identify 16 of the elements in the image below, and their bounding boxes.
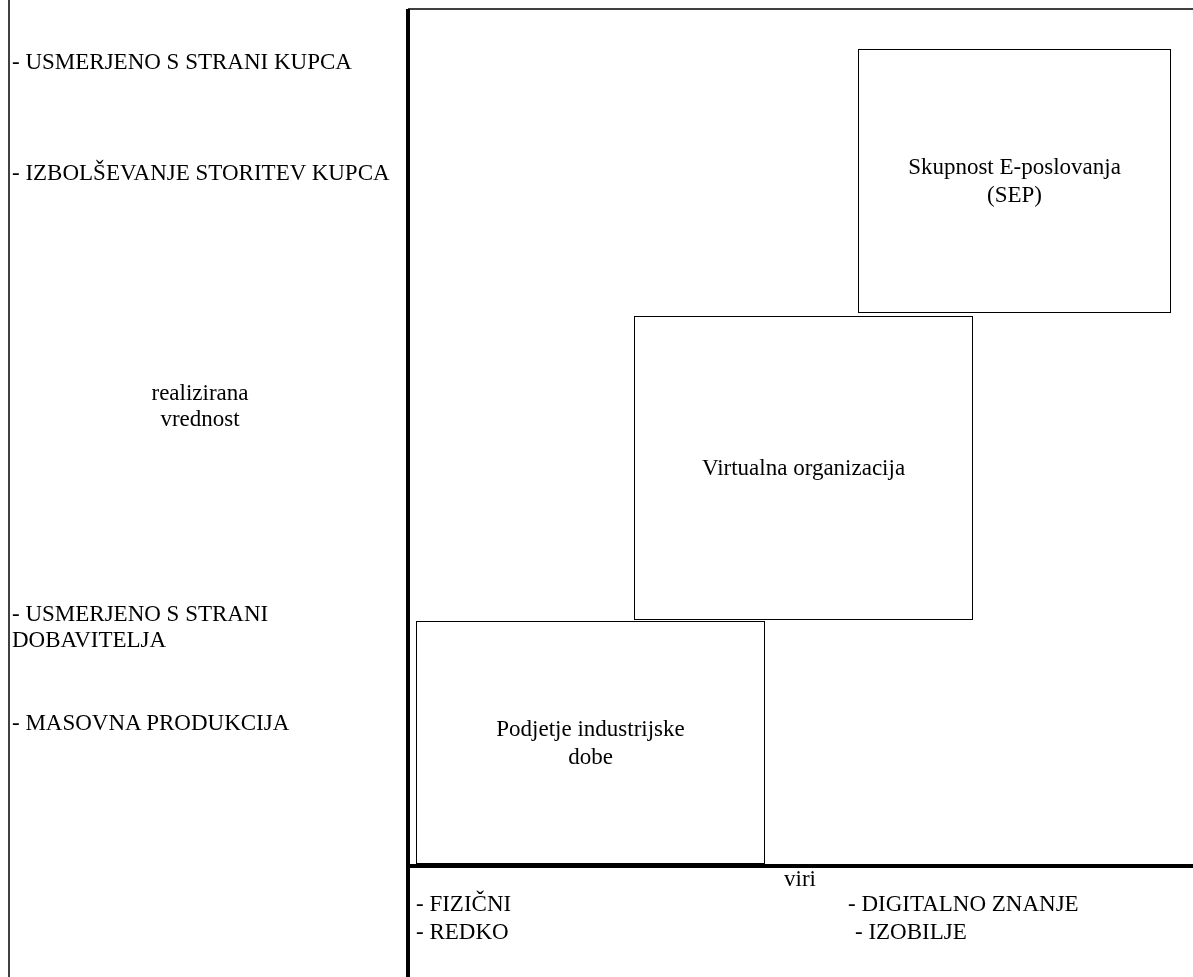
axis-label: viri [783,866,817,893]
axis-label: - MASOVNA PRODUKCIJA [12,710,291,737]
stage-label: Podjetje industrijske dobe [495,714,686,771]
stage-label: Skupnost E-poslovanja (SEP) [907,153,1122,209]
axis-label: - USMERJENO S STRANI DOBAVITELJA [12,601,270,654]
axis-label: realizirana vrednost [150,380,250,433]
axis-label: - IZOBILJE [855,919,968,946]
stage-label: Virtualna organizacija [700,454,907,482]
stage-box [634,316,973,620]
axis-label: - USMERJENO S STRANI KUPCA [12,49,353,76]
axis-label: - DIGITALNO ZNANJE [848,891,1080,918]
stage-box [416,621,765,864]
axis-label: - IZBOLŠEVANJE STORITEV KUPCA [12,160,391,187]
stage-box [858,49,1171,313]
axis-label: - FIZIČNI [416,891,513,918]
axis-label: - REDKO [416,919,510,946]
